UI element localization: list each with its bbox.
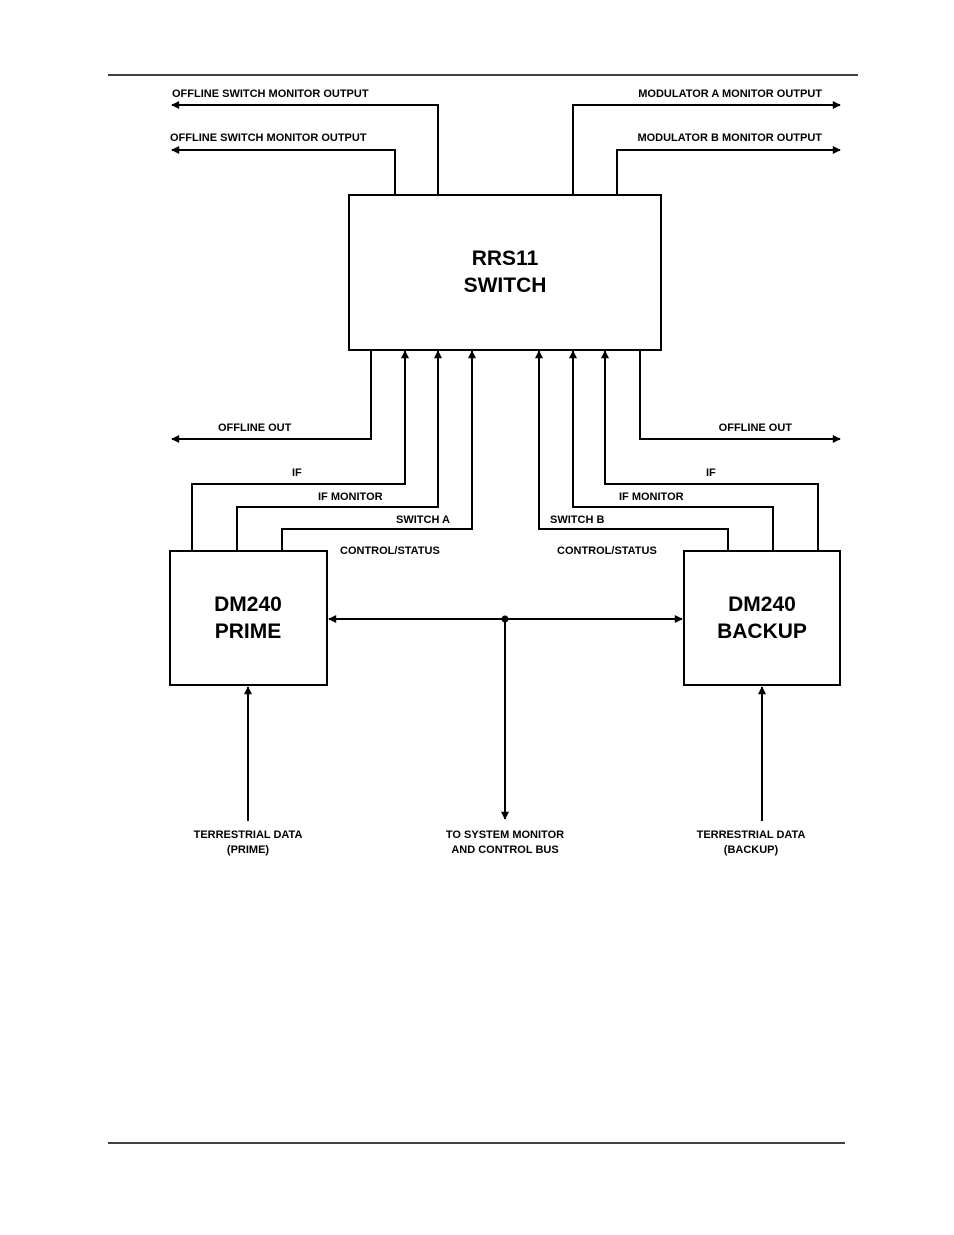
label-system-monitor-2: AND CONTROL BUS <box>451 844 558 856</box>
label-control-status-left: CONTROL/STATUS <box>340 545 440 557</box>
backup-title-1: DM240 <box>728 593 796 616</box>
label-switch-a: SWITCH A <box>396 514 450 526</box>
label-modulator-b-monitor-output: MODULATOR B MONITOR OUTPUT <box>637 132 822 144</box>
label-offline-switch-monitor-output-2: OFFLINE SWITCH MONITOR OUTPUT <box>170 132 367 144</box>
label-if-monitor-left: IF MONITOR <box>318 491 383 503</box>
label-offline-out-right: OFFLINE OUT <box>719 422 793 434</box>
label-if-right: IF <box>706 467 716 479</box>
dm240-prime-box <box>169 550 328 686</box>
if-monitor-right-line <box>569 350 774 551</box>
label-if-monitor-right: IF MONITOR <box>619 491 684 503</box>
offline-out-right-line <box>639 350 841 443</box>
label-terrestrial-backup-1: TERRESTRIAL DATA <box>697 829 806 841</box>
if-monitor-left-line <box>236 350 442 551</box>
switch-title-2: SWITCH <box>464 274 547 297</box>
prime-title-2: PRIME <box>215 620 282 643</box>
switch-a-line <box>281 350 476 551</box>
label-control-status-right: CONTROL/STATUS <box>557 545 657 557</box>
label-switch-b: SWITCH B <box>550 514 604 526</box>
dm240-backup-box <box>683 550 841 686</box>
label-if-left: IF <box>292 467 302 479</box>
backup-title-2: BACKUP <box>717 620 807 643</box>
label-offline-out-left: OFFLINE OUT <box>218 422 292 434</box>
label-offline-switch-monitor-output-1: OFFLINE SWITCH MONITOR OUTPUT <box>172 88 369 100</box>
label-terrestrial-prime-1: TERRESTRIAL DATA <box>194 829 303 841</box>
offline-switch-monitor-output-1-line <box>171 101 439 195</box>
label-terrestrial-backup-2: (BACKUP) <box>724 844 779 856</box>
modulator-a-monitor-output-line <box>572 101 841 195</box>
offline-out-left-line <box>171 350 372 443</box>
label-terrestrial-prime-2: (PRIME) <box>227 844 270 856</box>
prime-title-1: DM240 <box>214 593 282 616</box>
modulator-b-monitor-output-line <box>616 146 841 195</box>
switch-title-1: RRS11 <box>472 247 539 270</box>
if-left-line <box>191 350 409 551</box>
label-system-monitor-1: TO SYSTEM MONITOR <box>446 829 564 841</box>
switch-b-line <box>535 350 729 551</box>
offline-switch-monitor-output-2-line <box>171 146 396 195</box>
if-right-line <box>601 350 819 551</box>
rrs11-switch-box <box>348 194 662 351</box>
label-modulator-a-monitor-output: MODULATOR A MONITOR OUTPUT <box>638 88 822 100</box>
